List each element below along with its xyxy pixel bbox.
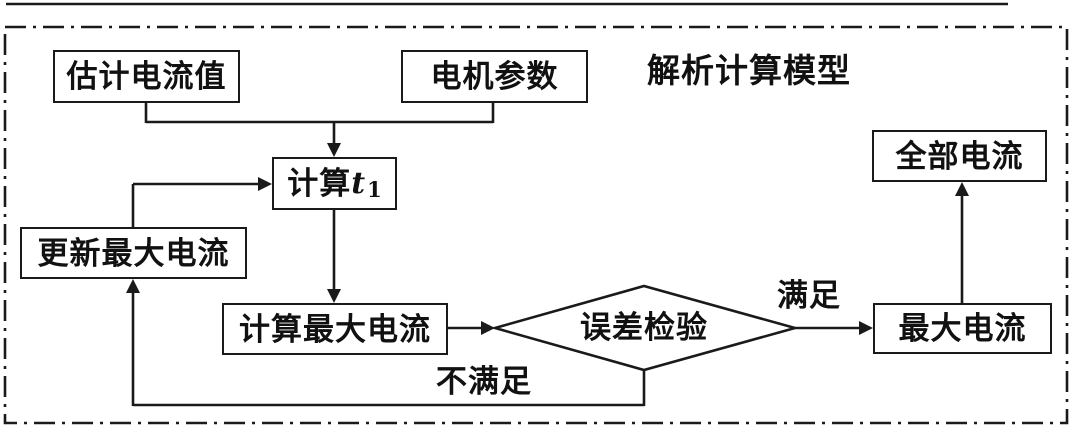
node-error-check-label: 误差检验 (580, 310, 708, 345)
node-calculate-max-current: 计算最大电流 (222, 303, 448, 355)
arrowhead-up-icon (955, 182, 969, 196)
node-max-current: 最大电流 (873, 303, 1052, 354)
arrowhead-right-icon (258, 177, 272, 191)
arrowhead-down-icon (327, 289, 341, 303)
edge-label-satisfied: 满足 (777, 278, 841, 313)
arrowhead-down-icon (327, 143, 341, 157)
node-label: 更新最大电流 (37, 235, 230, 271)
node-label: 计算最大电流 (239, 311, 431, 347)
node-all-currents: 全部电流 (872, 130, 1047, 182)
node-update-max-current: 更新最大电流 (20, 227, 247, 279)
node-label: 最大电流 (898, 311, 1027, 346)
decision-diamond (490, 284, 800, 372)
node-label: 全部电流 (895, 138, 1024, 174)
node-label: 计算 (287, 166, 352, 201)
node-estimated-current-value: 估计电流值 (53, 50, 240, 103)
node-label: 估计电流值 (66, 59, 227, 94)
dashed-border (3, 25, 1069, 425)
arrowhead-up-icon (126, 279, 140, 293)
node-label: 电机参数 (430, 59, 559, 94)
node-motor-parameters: 电机参数 (401, 50, 588, 103)
variable-t: t (351, 165, 367, 201)
arrowhead-right-icon (859, 321, 873, 335)
arrowhead-right-icon (481, 321, 495, 335)
diagram-title: 解析计算模型 (647, 54, 851, 90)
edge-label-not-satisfied: 不满足 (436, 364, 532, 399)
